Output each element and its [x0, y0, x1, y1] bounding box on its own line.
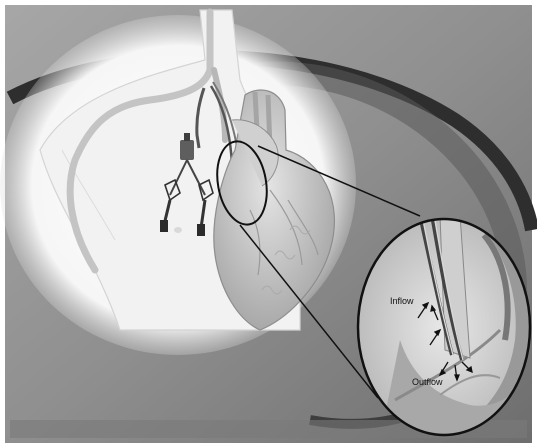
nipple-mark [174, 227, 182, 233]
inflow-label: Inflow [390, 297, 414, 306]
outflow-label: Outflow [412, 378, 443, 387]
